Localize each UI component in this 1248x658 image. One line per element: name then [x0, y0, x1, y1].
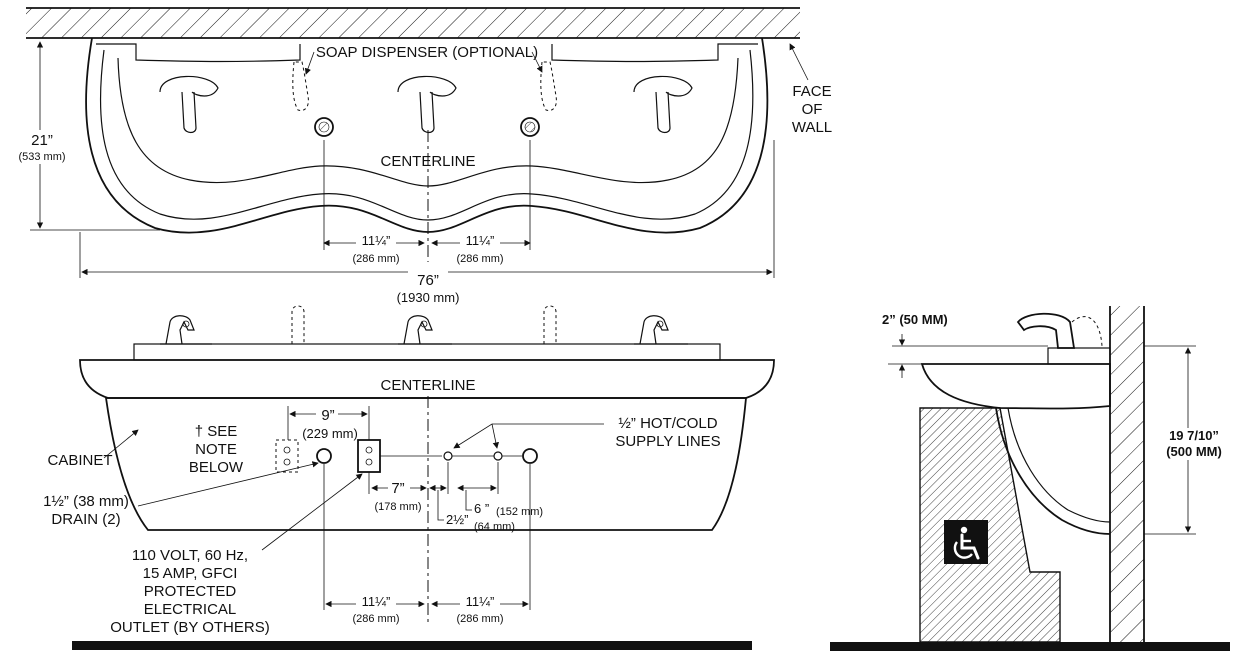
front-faucet-center — [398, 315, 452, 345]
side-view: 2” (50 MM) 19 7/10” (500 MM) — [830, 306, 1230, 651]
front-drain-right — [522, 448, 538, 464]
dim-right-in: 11¼” — [466, 233, 495, 248]
front-faucet-left — [160, 315, 212, 345]
see-note-1: † SEE — [195, 423, 238, 440]
electrical-4: ELECTRICAL — [144, 601, 237, 618]
supply-lines-2: SUPPLY LINES — [615, 433, 720, 450]
centerline-label-front: CENTERLINE — [380, 377, 475, 394]
electrical-2: 15 AMP, GFCI — [143, 565, 238, 582]
electrical-outlet — [357, 439, 381, 473]
face-of-wall-2: OF — [802, 101, 823, 118]
offset-7-in: 7” — [391, 480, 404, 497]
clearance-label: 2” (50 MM) — [882, 312, 948, 327]
depth-in: 21” — [31, 132, 53, 149]
offset-2half-mm: (64 mm) — [474, 521, 515, 533]
soap-dispenser-right — [540, 61, 557, 111]
face-of-wall-3: WALL — [792, 119, 832, 136]
wheelchair-icon — [944, 520, 988, 564]
electrical-5: OUTLET (BY OTHERS) — [110, 619, 269, 636]
wall-hatch-top — [26, 8, 800, 38]
centerline-label-top: CENTERLINE — [380, 153, 475, 170]
offset-6-mm: (152 mm) — [496, 506, 543, 518]
wall-hatch-side — [1110, 306, 1144, 642]
side-faucet — [1016, 312, 1111, 365]
height-mm: (500 MM) — [1166, 444, 1222, 459]
sink-outline — [85, 37, 769, 234]
faucet-left — [159, 75, 219, 134]
outlet-spacing-in: 9” — [321, 407, 334, 424]
face-of-wall-1: FACE — [792, 83, 831, 100]
floor-front — [72, 641, 752, 650]
depth-mm: (533 mm) — [18, 151, 65, 163]
see-note-2: NOTE — [195, 441, 237, 458]
side-sink — [920, 363, 1111, 410]
optional-outlet — [275, 439, 299, 473]
height-in: 19 7/10” — [1169, 428, 1219, 443]
dim-left-in: 11¼” — [362, 233, 391, 248]
electrical-3: PROTECTED — [144, 583, 237, 600]
front-faucet-right — [634, 315, 688, 345]
supply-line-left — [443, 451, 453, 461]
side-cabinet — [919, 407, 1061, 643]
overall-width-mm: (1930 mm) — [397, 290, 460, 305]
dim-left-mm: (286 mm) — [352, 253, 399, 265]
offset-7-mm: (178 mm) — [374, 501, 421, 513]
faucet-right — [633, 75, 693, 134]
top-view: SOAP DISPENSER (OPTIONAL) CENTERLINE 11¼… — [14, 7, 832, 305]
drain-right — [520, 117, 540, 137]
floor-side — [830, 642, 1230, 651]
bottom-right-in: 11¼” — [466, 594, 495, 609]
supply-line-right — [493, 451, 503, 461]
soap-dispenser-left — [292, 61, 309, 111]
outlet-spacing-mm: (229 mm) — [302, 426, 358, 441]
drain-label-2: DRAIN (2) — [51, 511, 120, 528]
faucet-center — [397, 75, 457, 134]
offset-2half-in: 2½” — [446, 512, 468, 527]
offset-6-in: 6 ” — [474, 501, 489, 516]
supply-lines-1: ½” HOT/COLD — [618, 415, 717, 432]
cabinet-label: CABINET — [47, 452, 112, 469]
front-view: CENTERLINE CABINET † SEE NOTE BELOW 9” (… — [43, 305, 775, 650]
overall-width-in: 76” — [417, 272, 439, 289]
bottom-left-mm: (286 mm) — [352, 613, 399, 625]
soap-dispenser-label: SOAP DISPENSER (OPTIONAL) — [316, 44, 538, 61]
front-drain-left — [316, 448, 332, 464]
electrical-1: 110 VOLT, 60 Hz, — [132, 547, 248, 564]
dim-right-mm: (286 mm) — [456, 253, 503, 265]
drain-left — [314, 117, 334, 137]
cabinet — [104, 397, 747, 531]
drain-label-1: 1½” (38 mm) — [43, 493, 129, 510]
bottom-right-mm: (286 mm) — [456, 613, 503, 625]
bottom-left-in: 11¼” — [362, 594, 391, 609]
see-note-3: BELOW — [189, 459, 244, 476]
